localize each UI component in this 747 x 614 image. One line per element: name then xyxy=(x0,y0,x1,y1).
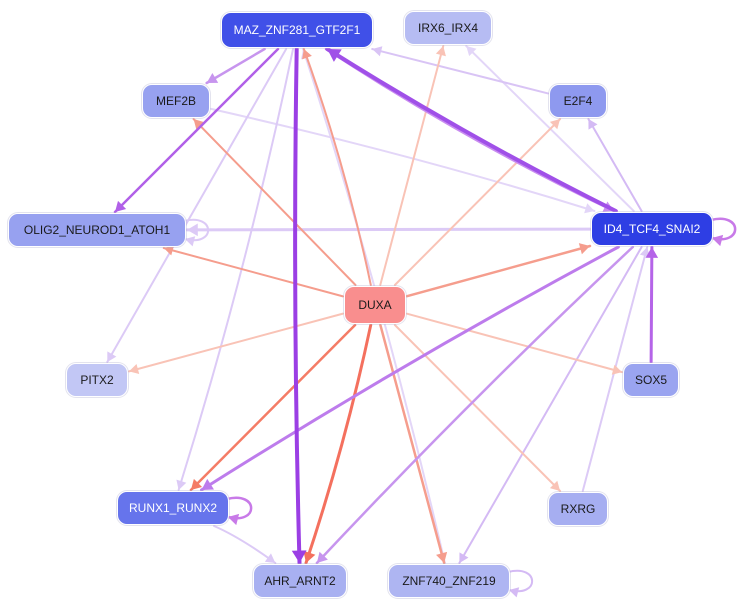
edge-DUXA-to-ID4_TCF4_SNAI2 xyxy=(405,244,592,298)
edge-DUXA-to-MAZ_ZNF281_GTF2F1 xyxy=(302,48,372,286)
edge-DUXA-to-ZNF740_ZNF219 xyxy=(379,323,446,565)
node-ZNF740_ZNF219[interactable]: ZNF740_ZNF219 xyxy=(388,564,510,598)
edge-OLIG2_NEUROD1_ATOH1-self-loop-arrowhead xyxy=(185,236,196,247)
node-label: MAZ_ZNF281_GTF2F1 xyxy=(233,23,361,37)
edge-RUNX1_RUNX2-self-loop xyxy=(225,496,253,520)
node-label: SOX5 xyxy=(634,373,667,387)
node-label: DUXA xyxy=(358,298,392,312)
edge-DUXA-to-E2F4 xyxy=(393,118,562,286)
edge-ID4_TCF4_SNAI2-to-ZNF740_ZNF219 xyxy=(458,246,643,564)
node-label: E2F4 xyxy=(563,94,593,108)
edge-DUXA-to-IRX6_IRX4 xyxy=(379,45,445,286)
edge-DUXA-to-PITX2 xyxy=(128,312,344,373)
edge-ZNF740_ZNF219-self-loop xyxy=(507,569,534,593)
node-IRX6_IRX4[interactable]: IRX6_IRX4 xyxy=(404,11,492,45)
edge-MEF2B-to-ID4_TCF4_SNAI2 xyxy=(210,107,596,212)
edge-ID4_TCF4_SNAI2-to-OLIG2_NEUROD1_ATOH1 xyxy=(185,227,592,232)
edge-DUXA-to-AHR_ARNT2 xyxy=(304,323,373,565)
node-AHR_ARNT2[interactable]: AHR_ARNT2 xyxy=(253,564,347,598)
node-RXRG[interactable]: RXRG xyxy=(548,492,608,526)
node-MEF2B[interactable]: MEF2B xyxy=(142,84,210,118)
edge-E2F4-to-MAZ_ZNF281_GTF2F1 xyxy=(371,48,549,95)
node-E2F4[interactable]: E2F4 xyxy=(549,84,607,118)
node-label: AHR_ARNT2 xyxy=(264,574,336,588)
node-DUXA[interactable]: DUXA xyxy=(344,286,406,324)
node-MAZ_ZNF281_GTF2F1[interactable]: MAZ_ZNF281_GTF2F1 xyxy=(221,12,373,48)
node-label: IRX6_IRX4 xyxy=(417,21,479,35)
edge-DUXA-to-RXRG xyxy=(393,324,562,492)
node-SOX5[interactable]: SOX5 xyxy=(623,363,679,397)
edge-DUXA-to-OLIG2_NEUROD1_ATOH1 xyxy=(162,247,344,298)
edge-ID4_TCF4_SNAI2-to-E2F4 xyxy=(587,118,643,212)
node-label: OLIG2_NEUROD1_ATOH1 xyxy=(23,223,171,237)
node-label: MEF2B xyxy=(155,94,196,108)
edge-ID4_TCF4_SNAI2-self-loop xyxy=(709,217,737,241)
node-label: ZNF740_ZNF219 xyxy=(402,574,496,588)
edge-MAZ_ZNF281_GTF2F1-to-MEF2B xyxy=(205,47,266,85)
edge-ID4_TCF4_SNAI2-to-RUNX1_RUNX2 xyxy=(199,245,620,492)
edge-DUXA-to-MEF2B xyxy=(192,118,357,286)
edge-MAZ_ZNF281_GTF2F1-to-PITX2 xyxy=(106,48,288,363)
edge-DUXA-to-SOX5 xyxy=(406,312,623,374)
edge-ID4_TCF4_SNAI2-to-AHR_ARNT2 xyxy=(315,245,635,565)
node-OLIG2_NEUROD1_ATOH1[interactable]: OLIG2_NEUROD1_ATOH1 xyxy=(8,213,186,247)
edge-ZNF740_ZNF219-self-loop-arrowhead xyxy=(509,587,520,598)
edge-DUXA-to-RUNX1_RUNX2 xyxy=(189,323,357,492)
node-label: PITX2 xyxy=(80,373,114,387)
node-ID4_TCF4_SNAI2[interactable]: ID4_TCF4_SNAI2 xyxy=(591,212,713,246)
edge-OLIG2_NEUROD1_ATOH1-self-loop xyxy=(183,218,210,242)
node-label: ID4_TCF4_SNAI2 xyxy=(603,222,701,236)
edge-MAZ_ZNF281_GTF2F1-to-OLIG2_NEUROD1_ATOH1 xyxy=(113,47,280,214)
edge-ID4_TCF4_SNAI2-to-MAZ_ZNF281_GTF2F1 xyxy=(325,47,618,213)
edge-MAZ_ZNF281_GTF2F1-to-AHR_ARNT2 xyxy=(293,47,302,565)
edge-SOX5-to-ID4_TCF4_SNAI2 xyxy=(649,245,654,364)
edge-RUNX1_RUNX2-to-AHR_ARNT2 xyxy=(213,525,277,564)
edge-MAZ_ZNF281_GTF2F1-to-RUNX1_RUNX2 xyxy=(177,48,295,491)
node-label: RUNX1_RUNX2 xyxy=(128,501,218,515)
node-PITX2[interactable]: PITX2 xyxy=(66,363,128,397)
node-label: RXRG xyxy=(560,502,596,516)
node-RUNX1_RUNX2[interactable]: RUNX1_RUNX2 xyxy=(117,491,229,525)
